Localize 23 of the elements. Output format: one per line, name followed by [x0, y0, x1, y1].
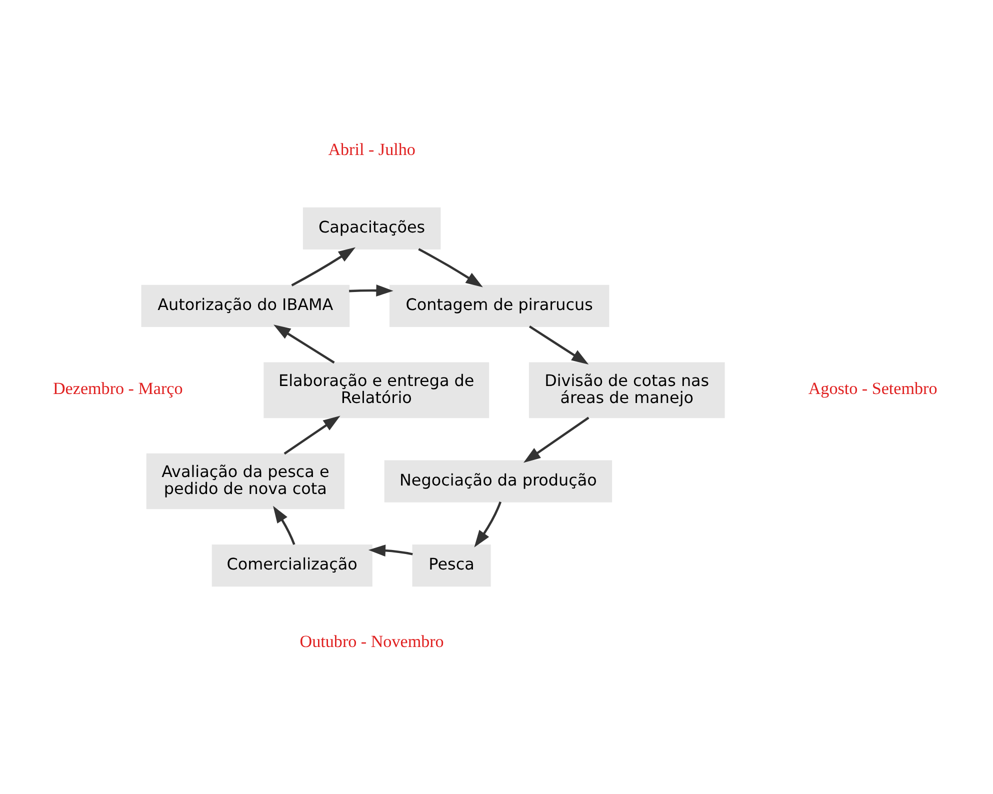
- label: Agosto - Setembro: [808, 379, 938, 398]
- node-box: Autorização do IBAMA: [141, 284, 350, 327]
- arrow: [349, 284, 394, 297]
- node-box: Negociação da produção: [384, 460, 612, 502]
- arrow: [368, 544, 413, 557]
- arrow: [291, 247, 356, 286]
- node-box: Divisão de cotas nas áreas de manejo: [528, 362, 725, 418]
- node-box: Comercialização: [212, 544, 372, 587]
- node-box: Avaliação da pesca e pedido de nova cota: [146, 453, 344, 510]
- node-box: Contagem de pirarucus: [389, 284, 610, 327]
- arrow: [474, 501, 502, 548]
- node-box: Elaboração e entrega de Relatório: [264, 362, 490, 418]
- arrow: [528, 326, 589, 364]
- label: Abril - Julho: [328, 140, 416, 160]
- label: Outubro - Novembro: [300, 632, 444, 651]
- arrow: [273, 506, 296, 545]
- node-box: Pesca: [412, 544, 491, 587]
- label: Dezembro - Março: [52, 379, 183, 398]
- arrow: [418, 248, 483, 288]
- arrow: [284, 416, 340, 455]
- arrow: [274, 324, 335, 364]
- node-box: Capacitações: [302, 207, 441, 250]
- arrow: [523, 416, 590, 463]
